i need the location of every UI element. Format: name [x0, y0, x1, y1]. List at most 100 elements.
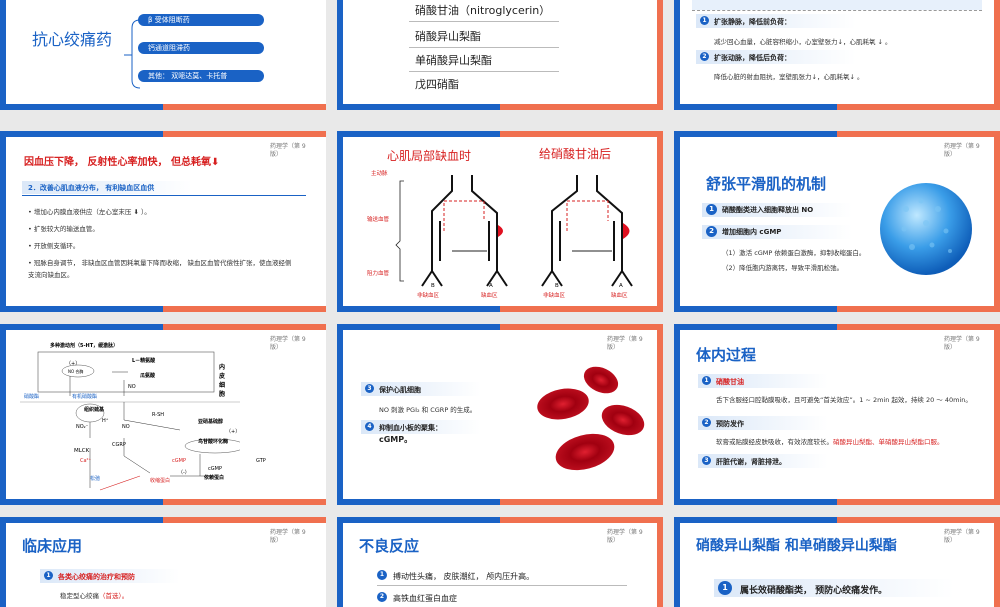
bullet-item: • 开放侧支循环。	[28, 242, 80, 250]
bullet-text: 增加心内膜血液供应（左心室末压 ⬇ ）。	[33, 208, 151, 216]
slide-title: 抗心绞痛药	[32, 30, 113, 49]
label-b: B	[555, 283, 559, 289]
number-badge: 2	[700, 52, 709, 61]
course-tag: 药理学（第 9 版）	[944, 143, 980, 158]
label-transport-vessel: 输送血管	[367, 217, 390, 223]
topic-pill-ccb[interactable]: 钙通道阻滞药	[138, 42, 264, 54]
pw-label: 硝酸酯	[24, 394, 40, 400]
slide-top-bar	[0, 131, 326, 137]
section-title: 2．改善心肌血液分布， 有利缺血区血供	[28, 184, 155, 192]
slide-left-bar	[674, 517, 680, 607]
slide-title: 舒张平滑肌的机制	[706, 175, 827, 193]
slide-thumbnail-12[interactable]: 药理学（第 9 版） 硝酸异山梨酯 和单硝酸异山梨酯 1 属长效硝酸酯类， 预防…	[674, 517, 1000, 607]
slide-top-bar	[674, 131, 1000, 137]
pw-label: R-SH	[152, 412, 165, 418]
slide-thumbnail-11[interactable]: 药理学（第 9 版） 不良反应 1 搏动性头痛， 皮肤潮红， 颅内压升高。 2 …	[337, 517, 663, 607]
pw-label: GTP	[256, 458, 266, 464]
drug-list-item: 戊四硝酯	[415, 78, 459, 91]
bullet-item: • 增加心内膜血液供应（左心室末压 ⬇ ）。	[28, 208, 151, 216]
item-text: 稳定型心绞痛（首选）。	[60, 590, 128, 600]
label-a: A	[489, 283, 493, 289]
number-badge: 2	[702, 418, 711, 427]
item-title: 扩张动脉，降低后负荷：	[714, 54, 791, 62]
item-text-a: 软膏或贴膜经皮肤吸收，有效浓度较长。	[716, 438, 833, 446]
item-text: 减少回心血量，心脏容积缩小，心室壁张力↓，心肌耗氧 ↓ 。	[714, 38, 892, 46]
slide-top-bar	[337, 517, 663, 523]
drug-list-item: 硝酸甘油（nitroglycerin）	[415, 4, 551, 17]
number-badge: 1	[44, 571, 53, 580]
bullet-text: 扩张较大的输送血管。	[33, 225, 99, 233]
slide-right-bar	[657, 517, 663, 607]
item-row	[361, 382, 481, 396]
slide-left-bar	[674, 324, 680, 505]
item-row	[702, 225, 852, 239]
bullet-text: 开放侧支循环。	[33, 242, 80, 250]
pw-label: 瓜氨酸	[140, 373, 156, 379]
number-badge: 1	[706, 204, 717, 215]
course-tag: 药理学（第 9 版）	[270, 336, 306, 351]
down-arrow-icon: ⬇	[210, 157, 220, 168]
slide-thumbnail-4[interactable]: 药理学（第 9 版） 因血压下降， 反射性心率加快， 但总耗氧⬇ 2．改善心肌血…	[0, 131, 326, 312]
number-badge: 1	[702, 376, 711, 385]
section-band	[22, 181, 192, 194]
slide-thumbnail-8[interactable]: 药理学（第 9 版） 3 保护心肌细胞 NO 刺激 PGI₂ 和 CGRP 的生…	[337, 324, 663, 505]
item-title: 扩张静脉，降低前负荷：	[714, 18, 791, 26]
pw-label: CGRP	[112, 442, 126, 448]
item-row	[702, 203, 852, 217]
slide-left-bar	[337, 324, 343, 505]
slide-top-bar	[337, 324, 663, 330]
slide-title: 体内过程	[696, 346, 757, 364]
divider	[692, 10, 982, 11]
item-row	[696, 14, 856, 28]
drug-list-item: 单硝酸异山梨酯	[415, 54, 492, 67]
slide-thumbnail-2[interactable]: 硝酸甘油（nitroglycerin） 硝酸异山梨酯 单硝酸异山梨酯 戊四硝酯	[337, 0, 663, 110]
item-title: 预防发作	[716, 420, 744, 428]
pw-label: 亚硝基硫醇	[198, 419, 224, 425]
item-text: NO 刺激 PGI₂ 和 CGRP 的生成。	[379, 406, 477, 414]
pw-label: （+）	[226, 429, 241, 435]
slide-thumbnail-3[interactable]: 1 扩张静脉，降低前负荷： 减少回心血量，心脏容积缩小，心室壁张力↓，心肌耗氧 …	[674, 0, 1000, 110]
diagram-title-left: 心肌局部缺血时	[387, 149, 472, 163]
item-row	[696, 50, 856, 64]
slide-left-bar	[674, 131, 680, 312]
slide-thumbnail-9[interactable]: 药理学（第 9 版） 体内过程 1 硝酸甘油 舌下含服经口腔黏膜吸收，且可避免“…	[674, 324, 1000, 505]
number-badge: 3	[702, 456, 711, 465]
slide-right-bar	[657, 324, 663, 505]
slide-bottom-bar	[337, 306, 663, 312]
topic-pill-beta-blocker[interactable]: β 受体阻断药	[138, 14, 264, 26]
slide-thumbnail-7[interactable]: 药理学（第 9 版） 多种激动剂（5-HT，缓激肽） （+） NO 合酶 L－精…	[0, 324, 326, 505]
item-title: 属长效硝酸酯类， 预防心绞痛发作。	[740, 586, 888, 596]
pw-label: NO₂⁻	[76, 424, 89, 430]
slide-top-bar	[0, 517, 326, 523]
slide-thumbnail-1[interactable]: 抗心绞痛药 β 受体阻断药 钙通道阻滞药 其他： 双嘧达莫、卡托普	[0, 0, 326, 110]
pw-label: 组织巯基	[84, 407, 105, 413]
pw-label: 多种激动剂（5-HT，缓激肽）	[50, 343, 119, 349]
slide-left-bar	[0, 0, 6, 110]
slide-thumbnail-10[interactable]: 药理学（第 9 版） 临床应用 1 各类心绞痛的治疗和预防 稳定型心绞痛（首选）…	[0, 517, 326, 607]
item-title: 肝脏代谢，肾脏排泄。	[716, 458, 786, 466]
pw-label: 依赖蛋白	[204, 475, 225, 481]
topic-pill-others[interactable]: 其他： 双嘧达莫、卡托普	[138, 70, 264, 82]
pw-label: 鸟苷酸环化酶	[198, 439, 229, 445]
slide-left-bar	[337, 517, 343, 607]
slide-thumbnail-6[interactable]: 药理学（第 9 版） 舒张平滑肌的机制 1 硝酸酯类进入细胞释放出 NO 2 增…	[674, 131, 1000, 312]
pw-label: NO 合酶	[68, 369, 84, 374]
slide-right-bar	[994, 324, 1000, 505]
slide-thumbnail-5[interactable]: 心肌局部缺血时 给硝酸甘油后 主动脉 输送血管 阻力血管 B A 非缺血区 缺血…	[337, 131, 663, 312]
headline-text: 因血压下降， 反射性心率加快， 但总耗氧	[24, 157, 211, 168]
slide-top-bar	[0, 324, 326, 330]
slide-top-bar	[674, 324, 1000, 330]
course-tag: 药理学（第 9 版）	[607, 336, 643, 351]
course-tag: 药理学（第 9 版）	[944, 529, 980, 544]
slide-left-bar	[337, 0, 343, 110]
sub-item: （2）降低胞内游离钙，导致平滑肌松弛。	[722, 264, 844, 272]
sub-item: （1）激活 cGMP 依赖蛋白激酶，抑制收缩蛋白。	[722, 249, 866, 257]
item-title: 硝酸甘油	[716, 378, 744, 386]
label-resistance-vessel: 阻力血管	[367, 271, 390, 277]
label-aorta: 主动脉	[371, 171, 388, 177]
item-title: 增加细胞内 cGMP	[722, 228, 782, 236]
item-row	[714, 579, 954, 597]
number-badge: 1	[700, 16, 709, 25]
pw-label: （-）	[178, 470, 190, 476]
cell-image	[880, 183, 972, 275]
